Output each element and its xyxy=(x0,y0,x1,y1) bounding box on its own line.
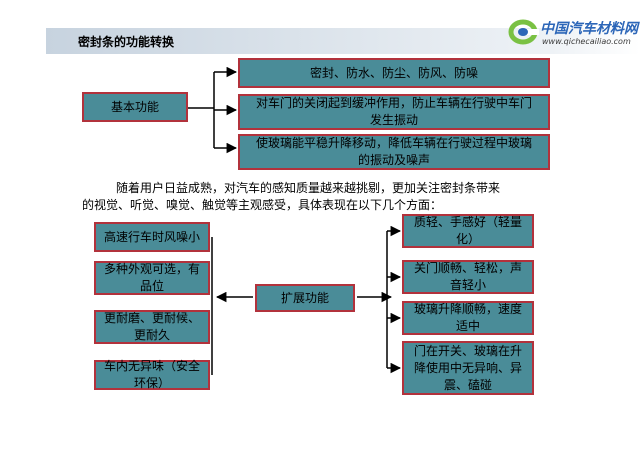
logo: 中国汽车材料网 www.qichecailiao.com xyxy=(508,14,638,50)
left-item-3: 更耐磨、更耐候、更耐久 xyxy=(94,310,210,344)
basic-item-2: 对车门的关闭起到缓冲作用，防止车辆在行驶中车门发生振动 xyxy=(238,94,550,130)
left-item-2-label: 多种外观可选，有品位 xyxy=(104,262,201,293)
right-item-4-label: 门在开关、玻璃在升降使用中无异响、异震、磕碰 xyxy=(413,343,522,392)
right-item-2-label: 关门顺畅、轻松，声音轻小 xyxy=(414,261,523,292)
paragraph-line-1: 随着用户日益成熟，对汽车的感知质量越来越挑剔，更加关注密封条带来 xyxy=(116,181,501,195)
logo-url: www.qichecailiao.com xyxy=(542,37,631,46)
left-item-3-label: 更耐磨、更耐候、更耐久 xyxy=(104,311,201,342)
left-item-4-label: 车内无异味（安全环保） xyxy=(104,359,201,390)
left-item-4: 车内无异味（安全环保） xyxy=(94,359,210,390)
center-box-extended-function: 扩展功能 xyxy=(255,284,355,312)
header-band xyxy=(46,28,640,54)
basic-item-1-label: 密封、防水、防尘、防风、防噪 xyxy=(309,65,478,80)
page-title: 密封条的功能转换 xyxy=(78,35,175,49)
right-item-1: 质轻、手感好（轻量化） xyxy=(402,214,534,248)
left-item-1: 高速行车时风噪小 xyxy=(94,222,210,252)
intro-paragraph: 随着用户日益成熟，对汽车的感知质量越来越挑剔，更加关注密封条带来 的视觉、听觉、… xyxy=(82,180,622,214)
basic-item-2-label: 对车门的关闭起到缓冲作用，防止车辆在行驶中车门发生振动 xyxy=(255,96,532,127)
right-item-2: 关门顺畅、轻松，声音轻小 xyxy=(402,260,534,294)
right-item-1-label: 质轻、手感好（轻量化） xyxy=(414,215,523,246)
basic-item-3-label: 使玻璃能平稳升降移动，降低车辆在行驶过程中玻璃的振动及噪声 xyxy=(255,136,532,167)
center-box-label: 扩展功能 xyxy=(280,290,329,305)
root-box-basic-function: 基本功能 xyxy=(82,92,188,122)
left-item-1-label: 高速行车时风噪小 xyxy=(104,229,201,244)
right-item-3-label: 玻璃升降顺畅，速度适中 xyxy=(414,302,523,333)
root-box-label: 基本功能 xyxy=(110,99,159,114)
logo-icon xyxy=(508,19,539,45)
logo-name: 中国汽车材料网 xyxy=(540,21,638,37)
basic-item-1: 密封、防水、防尘、防风、防噪 xyxy=(238,58,550,88)
basic-item-3: 使玻璃能平稳升降移动，降低车辆在行驶过程中玻璃的振动及噪声 xyxy=(238,134,550,170)
right-item-3: 玻璃升降顺畅，速度适中 xyxy=(402,301,534,335)
right-item-4: 门在开关、玻璃在升降使用中无异响、异震、磕碰 xyxy=(402,341,534,395)
paragraph-line-2: 的视觉、听觉、嗅觉、触觉等主观感受，具体表现在以下几个方面： xyxy=(82,198,443,212)
left-item-2: 多种外观可选，有品位 xyxy=(94,261,210,295)
